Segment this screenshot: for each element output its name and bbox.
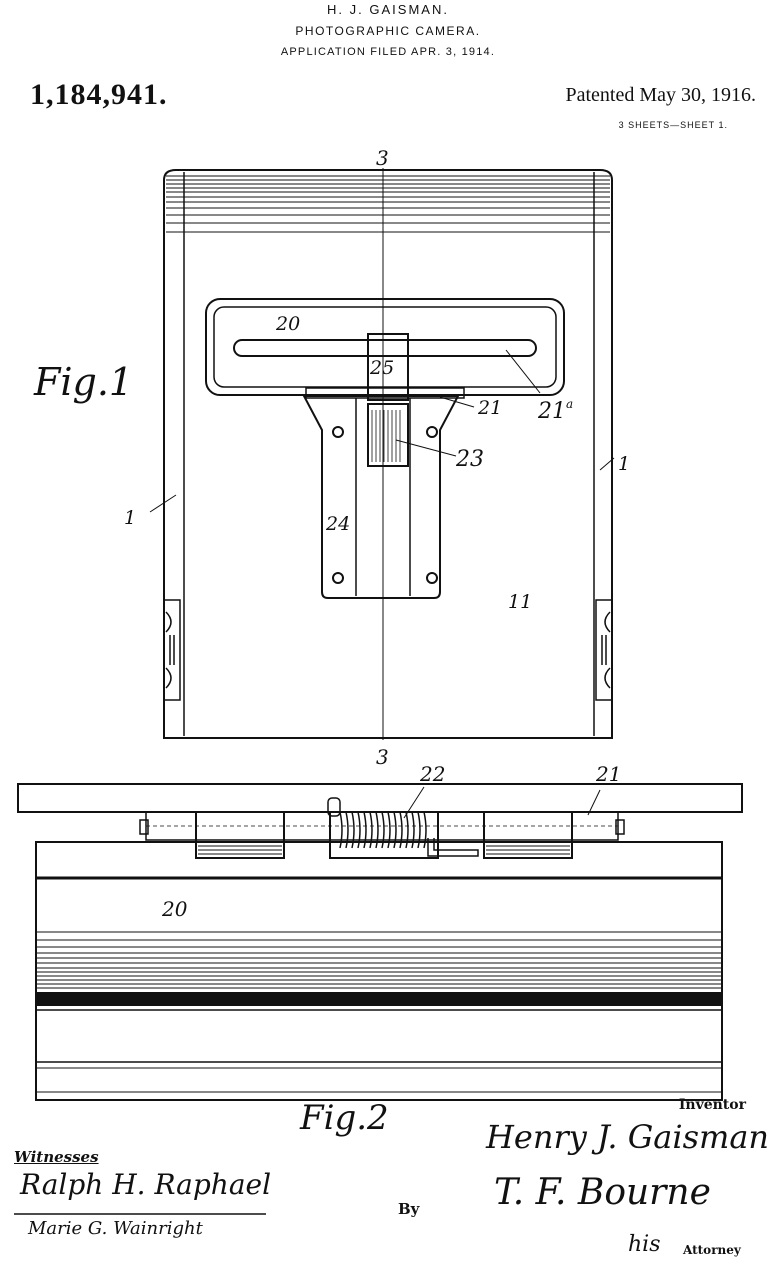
screw-hole bbox=[332, 426, 344, 438]
ref-25: 25 bbox=[369, 357, 394, 379]
leader-lines bbox=[149, 349, 615, 819]
by-label: By bbox=[398, 1200, 420, 1218]
sheet-count: 3 SHEETS—SHEET 1. bbox=[618, 120, 728, 130]
ref-20-fig2: 20 bbox=[161, 897, 188, 921]
patented-date: Patented May 30, 1916. bbox=[565, 84, 756, 106]
ref-1-right: 1 bbox=[618, 453, 630, 475]
screw-hole bbox=[332, 572, 344, 584]
ref-3-bottom: 3 bbox=[376, 745, 389, 769]
camera-back-outline bbox=[163, 169, 613, 739]
screw-hole bbox=[426, 572, 438, 584]
figure-2-drawing bbox=[14, 783, 743, 1215]
inventor-signature: Henry J. Gaisman bbox=[486, 1118, 770, 1156]
hinge-knuckle bbox=[305, 387, 465, 399]
ref-21-fig2: 21 bbox=[595, 762, 621, 786]
his-label: his bbox=[628, 1232, 661, 1257]
handle-slot bbox=[233, 339, 537, 357]
inventor-heading: Inventor bbox=[678, 1097, 746, 1113]
knuckle-left bbox=[195, 811, 285, 859]
body-shading bbox=[36, 931, 722, 989]
pin-end-left bbox=[139, 819, 149, 835]
figure-1-drawing bbox=[149, 168, 615, 819]
screw-hole bbox=[426, 426, 438, 438]
handle-frame-outer bbox=[205, 298, 565, 396]
figure-2-label: Fig.2 bbox=[300, 1098, 389, 1138]
door-plate bbox=[17, 783, 743, 813]
patent-number: 1,184,941. bbox=[30, 78, 168, 111]
ref-21-fig1: 21 bbox=[477, 397, 502, 419]
slider-block bbox=[367, 333, 409, 401]
inventor-name: H. J. GAISMAN. bbox=[327, 2, 449, 17]
ref-1-left: 1 bbox=[124, 507, 136, 529]
knuckle-center bbox=[329, 811, 439, 859]
attorney-label: Attorney bbox=[683, 1243, 741, 1257]
ref-22: 22 bbox=[419, 762, 445, 786]
camera-body-side bbox=[35, 841, 723, 1101]
application-filed: APPLICATION FILED APR. 3, 1914. bbox=[280, 46, 496, 58]
coil-spring bbox=[327, 797, 479, 857]
body-dark-band bbox=[36, 992, 722, 1006]
latch-hatching bbox=[371, 410, 401, 462]
ref-3-top: 3 bbox=[376, 146, 389, 170]
knuckle-right bbox=[483, 811, 573, 859]
ref-21a: 21 bbox=[537, 399, 566, 424]
latch-block bbox=[367, 403, 409, 467]
witness-signature-1: Ralph H. Raphael bbox=[20, 1168, 272, 1201]
ref-23: 23 bbox=[455, 447, 484, 472]
figure-1-label: Fig.1 bbox=[34, 360, 134, 404]
ref-20-fig1: 20 bbox=[275, 313, 300, 335]
ref-24: 24 bbox=[325, 513, 350, 535]
handle-frame-inner bbox=[213, 306, 557, 388]
witness-signature-2: Marie G. Wainright bbox=[28, 1218, 203, 1239]
patent-title: PHOTOGRAPHIC CAMERA. bbox=[295, 24, 481, 38]
ref-21a-superscript: a bbox=[566, 397, 573, 411]
attorney-signature: T. F. Bourne bbox=[494, 1172, 711, 1213]
right-side-clip bbox=[595, 599, 613, 701]
left-side-clip bbox=[163, 599, 181, 701]
ref-11: 11 bbox=[508, 591, 532, 613]
witnesses-label: Witnesses bbox=[14, 1148, 99, 1166]
hinge-plate bbox=[302, 395, 460, 599]
pin-end-right bbox=[615, 819, 625, 835]
top-shading bbox=[166, 175, 610, 233]
